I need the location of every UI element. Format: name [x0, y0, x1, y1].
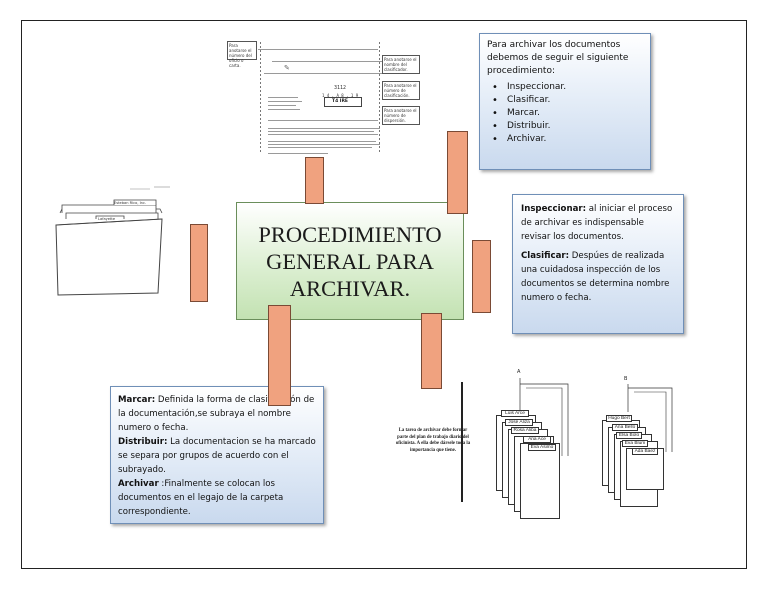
doc-code: 3112	[334, 85, 347, 91]
clasificar-text: Despúes de realizada una cuidadosa inspe…	[521, 251, 670, 303]
step-item: Archivar.	[491, 133, 643, 146]
card-a-tab: Ana Ace	[523, 436, 551, 443]
marcar-label: Marcar:	[118, 395, 156, 405]
card-b-tab: Ada Baez	[632, 448, 658, 455]
document-image: Para anotarse el número del oficio o car…	[224, 37, 422, 159]
inspeccionar-label: Inspeccionar:	[521, 204, 587, 214]
steps-box: Para archivar los documentos debemos de …	[479, 33, 651, 170]
center-title: PROCEDIMIENTO GENERAL PARA ARCHIVAR.	[258, 221, 442, 301]
archivar-label: Archivar	[118, 479, 159, 489]
step-item: Marcar.	[491, 107, 643, 120]
connector-bottom-left	[268, 305, 291, 406]
connector-left	[190, 224, 208, 302]
sorting-caption: La tarea de archivar debe formar parte d…	[395, 428, 471, 453]
step-item: Clasificar.	[491, 94, 643, 107]
card-a-tab: Eva Asimo	[528, 444, 556, 451]
doc-digits: 1 4 . A 8 . 1 9	[322, 93, 359, 98]
folder-inner-label: Lafayette	[98, 217, 116, 221]
folder-tab-label: Esteban Rico, Inc.	[114, 201, 147, 205]
doc-tag-left: Para anotarse el número del oficio o car…	[227, 41, 257, 68]
distribuir-label: Distribuir:	[118, 437, 168, 447]
inspeccionar-text: al iniciar el proceso de archivar es ind…	[521, 204, 673, 242]
group-b-label: B	[624, 376, 628, 382]
card-b-tab: Ana Bello	[612, 424, 638, 431]
card-b-tab: Eva Blum	[622, 440, 648, 447]
group-b-connector-lines	[627, 384, 673, 452]
doc-tag-right-3: Para anotarse el número de dispersión.	[382, 106, 420, 125]
clasificar-label: Clasificar:	[521, 251, 570, 261]
step-item: Distribuir.	[491, 120, 643, 133]
distribuir-text: La documentacion se ha marcado se separa…	[118, 437, 316, 475]
card-b-tab: Hugo Bert	[606, 415, 632, 422]
connector-right	[472, 240, 491, 313]
connector-bottom-right	[421, 313, 442, 389]
group-a-connector-lines	[519, 378, 569, 456]
connector-top-left	[305, 157, 324, 204]
connector-top-right	[447, 131, 468, 214]
doc-pen-mark-icon: ✎	[284, 64, 290, 72]
folder-icon	[55, 186, 170, 296]
sorting-photo-panel: La tarea de archivar debe formar parte d…	[389, 376, 471, 506]
card-a-tab: Luis Arce	[501, 410, 529, 417]
detail-box-left: Marcar: Definida la forma de clasificaci…	[110, 386, 324, 524]
card-a-tab: José Aliza	[505, 419, 533, 426]
card-b-tab: Elsa Bolo	[616, 432, 642, 439]
doc-tag-right-1: Para anotarse el nombre del clasificador…	[382, 55, 420, 74]
slide-frame	[21, 20, 747, 569]
center-title-box: PROCEDIMIENTO GENERAL PARA ARCHIVAR.	[236, 202, 464, 320]
card-b-front	[626, 448, 664, 490]
steps-list: Inspeccionar. Clasificar. Marcar. Distri…	[487, 81, 643, 146]
detail-box-right: Inspeccionar: al iniciar el proceso de a…	[512, 194, 684, 334]
marcar-text: Definida la forma de clasificación de la…	[118, 395, 315, 433]
doc-mark: T4 IRE	[332, 99, 348, 104]
step-item: Inspeccionar.	[491, 81, 643, 94]
archivar-text: :Finalmente se colocan los documentos en…	[118, 479, 284, 517]
card-a-tab: Rosa Aliba	[511, 427, 539, 434]
steps-intro: Para archivar los documentos debemos de …	[487, 40, 629, 76]
card-a-front	[520, 443, 560, 519]
doc-tag-right-2: Para anotarse el número de clasificación…	[382, 81, 420, 100]
group-a-label: A	[517, 369, 521, 375]
